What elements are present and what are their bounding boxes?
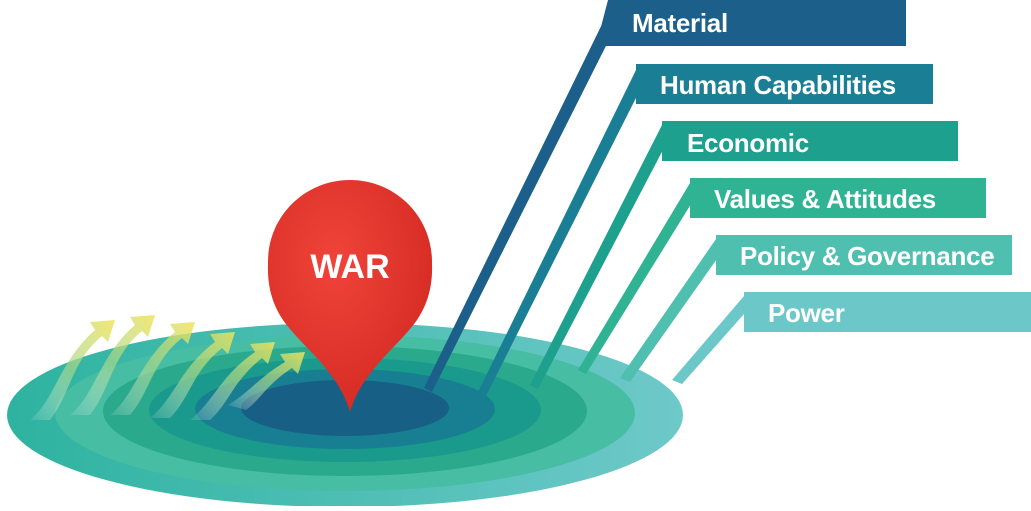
beam-economic xyxy=(530,125,676,389)
map-pin-icon: WAR xyxy=(267,180,433,412)
ring-1 xyxy=(241,380,449,436)
beam-values-attitudes xyxy=(578,183,704,374)
banner-label-economic: Economic xyxy=(687,128,809,158)
arrow-icon xyxy=(150,332,235,418)
pin-label: WAR xyxy=(310,248,389,286)
banner-power xyxy=(744,292,1031,332)
beam-human-capabilities xyxy=(478,70,650,396)
banner-policy-governance xyxy=(716,235,1012,275)
beams xyxy=(424,12,760,396)
banner-values-attitudes xyxy=(690,178,986,218)
arrow-icon xyxy=(228,352,305,410)
arrow-icon xyxy=(70,315,155,415)
banner-material xyxy=(596,0,906,46)
beam-power xyxy=(672,296,760,384)
arrow-icon xyxy=(30,320,115,420)
banner-label-power: Power xyxy=(768,298,845,328)
banner-label-values-attitudes: Values & Attitudes xyxy=(714,184,936,214)
arrow-icon xyxy=(190,342,275,420)
arrow-icon xyxy=(110,322,195,415)
banner-label-policy-governance: Policy & Governance xyxy=(740,241,994,271)
banner-label-material: Material xyxy=(632,8,728,38)
beam-material xyxy=(424,12,623,392)
banner-human-capabilities xyxy=(636,64,933,104)
beam-policy-governance xyxy=(620,239,731,382)
arrow-icons xyxy=(30,315,305,420)
banner-economic xyxy=(662,121,958,161)
banners: Material Human Capabilities Economic Val… xyxy=(596,0,1031,332)
banner-label-human-capabilities: Human Capabilities xyxy=(660,70,896,100)
